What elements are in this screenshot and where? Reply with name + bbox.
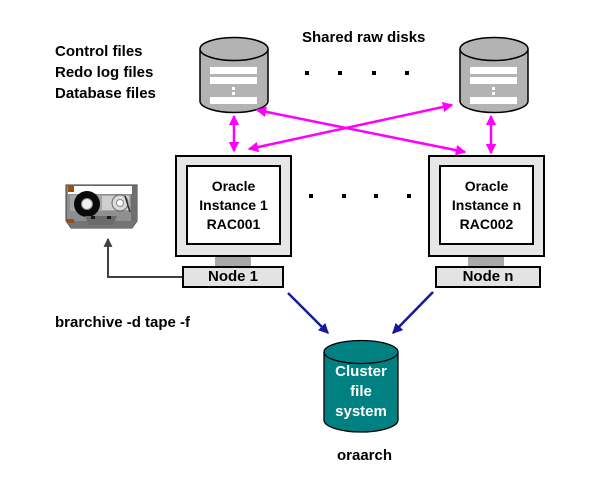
dot-icon xyxy=(305,71,309,75)
arrow-node1-clusterfs xyxy=(287,292,329,334)
ellipsis-dots-disks xyxy=(305,71,409,75)
dot-icon xyxy=(374,194,379,198)
arrow-disk1-node2 xyxy=(255,106,467,156)
arrow-node2-clusterfs xyxy=(392,291,434,334)
dot-icon xyxy=(341,194,346,198)
instance-line: Instance 1 xyxy=(199,196,268,213)
dot-icon xyxy=(406,194,411,198)
instance-line: Oracle xyxy=(211,177,256,194)
storage-files-line: Database files xyxy=(55,85,156,102)
brarchive-command-label: brarchive -d tape -f xyxy=(55,314,191,331)
instance-line: Instance n xyxy=(451,196,522,213)
instance-line: RAC001 xyxy=(206,215,261,232)
storage-files-line: Control files xyxy=(55,43,143,60)
storage-files-line: Redo log files xyxy=(55,64,154,81)
monitor-node2: Oracle Instance n RAC002 xyxy=(428,155,545,257)
arrow-disk2-node1 xyxy=(247,101,454,153)
monitor-stand-node2 xyxy=(468,257,504,267)
node2-box: Node n xyxy=(435,266,541,288)
oraarch-label: oraarch xyxy=(337,447,393,464)
monitor-screen-node2: Oracle Instance n RAC002 xyxy=(439,165,534,245)
arrow-node1-tape xyxy=(103,237,182,278)
ellipsis-dots-nodes xyxy=(309,194,411,198)
node1-box: Node 1 xyxy=(182,266,284,288)
shared-disk-right-icon xyxy=(459,36,529,114)
monitor-screen-node1: Oracle Instance 1 RAC001 xyxy=(186,165,281,245)
dot-icon xyxy=(371,71,376,75)
monitor-node1: Oracle Instance 1 RAC001 xyxy=(175,155,292,257)
storage-files-label: Control files Redo log files Database fi… xyxy=(55,41,156,104)
dot-icon xyxy=(404,71,409,75)
monitor-stand-node1 xyxy=(215,257,251,267)
instance-line: Oracle xyxy=(464,177,509,194)
instance-line: RAC002 xyxy=(459,215,514,232)
dot-icon xyxy=(338,71,343,75)
dot-icon xyxy=(309,194,313,198)
cluster-file-system-label: Cluster file system xyxy=(335,363,387,420)
shared-disk-left-icon xyxy=(199,36,269,114)
shared-raw-disks-label: Shared raw disks xyxy=(302,29,426,46)
tape-cassette-icon xyxy=(65,184,138,229)
